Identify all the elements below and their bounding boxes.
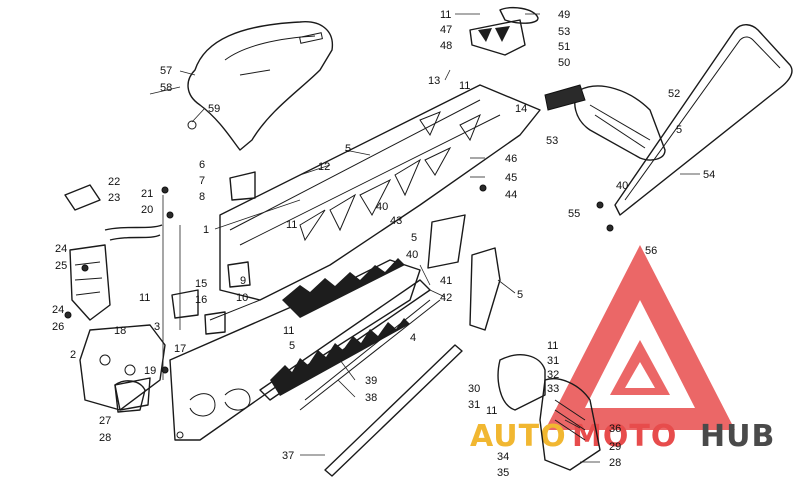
callout-5: 5 bbox=[411, 232, 417, 244]
callout-14: 14 bbox=[515, 103, 527, 115]
callout-24: 24 bbox=[55, 243, 67, 255]
callout-11: 11 bbox=[283, 325, 294, 337]
callout-33: 33 bbox=[547, 383, 559, 395]
right-bracket-part bbox=[427, 214, 501, 331]
callout-25: 25 bbox=[55, 260, 67, 272]
callout-17: 17 bbox=[174, 343, 186, 355]
callout-53: 53 bbox=[546, 135, 558, 147]
callout-38: 38 bbox=[365, 392, 377, 404]
callout-40: 40 bbox=[616, 180, 628, 192]
callout-55: 55 bbox=[568, 208, 580, 220]
callout-11: 11 bbox=[139, 292, 150, 304]
callout-48: 48 bbox=[440, 40, 452, 52]
callout-37: 37 bbox=[282, 450, 294, 462]
callout-19: 19 bbox=[144, 365, 156, 377]
leader-lines bbox=[149, 13, 700, 463]
callout-28: 28 bbox=[609, 457, 621, 469]
callout-22: 22 bbox=[108, 176, 120, 188]
callout-11: 11 bbox=[459, 80, 470, 92]
callout-11: 11 bbox=[486, 405, 497, 417]
callout-47: 47 bbox=[440, 24, 452, 36]
callout-54: 54 bbox=[703, 169, 715, 181]
callout-39: 39 bbox=[365, 375, 377, 387]
callout-57: 57 bbox=[160, 65, 172, 77]
callout-52: 52 bbox=[668, 88, 680, 100]
callout-40: 40 bbox=[376, 201, 388, 213]
callout-42: 42 bbox=[440, 292, 452, 304]
callout-45: 45 bbox=[505, 172, 517, 184]
callout-labels: 11 49 47 48 53 51 50 52 57 58 59 13 11 1… bbox=[52, 9, 715, 479]
callout-23: 23 bbox=[108, 192, 120, 204]
callout-4: 4 bbox=[410, 332, 416, 344]
callout-44: 44 bbox=[505, 189, 517, 201]
callout-41: 41 bbox=[440, 275, 452, 287]
callout-9: 9 bbox=[240, 275, 246, 287]
callout-15: 15 bbox=[195, 278, 207, 290]
callout-2: 2 bbox=[70, 349, 76, 361]
callout-40: 40 bbox=[406, 249, 418, 261]
callout-5: 5 bbox=[289, 340, 295, 352]
callout-31: 31 bbox=[468, 399, 480, 411]
callout-8: 8 bbox=[199, 191, 205, 203]
callout-53: 53 bbox=[558, 26, 570, 38]
mid-bracket-part bbox=[171, 171, 256, 335]
callout-1: 1 bbox=[203, 224, 209, 236]
callout-29: 29 bbox=[609, 441, 621, 453]
rear-light-part bbox=[544, 84, 666, 161]
callout-31: 31 bbox=[547, 355, 559, 367]
callout-27: 27 bbox=[99, 415, 111, 427]
callout-5: 5 bbox=[676, 124, 682, 136]
callout-7: 7 bbox=[199, 175, 205, 187]
callout-36: 36 bbox=[609, 423, 621, 435]
callout-58: 58 bbox=[160, 82, 172, 94]
left-bracket-part bbox=[64, 184, 163, 321]
callout-11: 11 bbox=[286, 219, 297, 231]
watermark-text-b: MOTO bbox=[572, 419, 677, 454]
watermark-text-c: HUB bbox=[700, 419, 775, 454]
callout-30: 30 bbox=[468, 383, 480, 395]
callout-21: 21 bbox=[141, 188, 153, 200]
callout-10: 10 bbox=[236, 292, 248, 304]
callout-43: 43 bbox=[390, 215, 402, 227]
seat-part bbox=[187, 21, 334, 151]
callout-11: 11 bbox=[547, 340, 558, 352]
callout-51: 51 bbox=[558, 41, 570, 53]
rear-bumper-part bbox=[614, 24, 793, 216]
lower-frame-part bbox=[79, 324, 166, 411]
callout-56: 56 bbox=[645, 245, 657, 257]
callout-34: 34 bbox=[497, 451, 509, 463]
callout-59: 59 bbox=[208, 103, 220, 115]
callout-20: 20 bbox=[141, 204, 153, 216]
callout-18: 18 bbox=[114, 325, 126, 337]
watermark-text-a: AUTO bbox=[470, 419, 567, 454]
rod-part bbox=[299, 299, 463, 477]
callout-28: 28 bbox=[99, 432, 111, 444]
tunnel-part bbox=[209, 84, 541, 321]
callout-3: 3 bbox=[154, 321, 160, 333]
callout-12: 12 bbox=[318, 161, 330, 173]
watermark-logo bbox=[545, 245, 735, 430]
callout-13: 13 bbox=[428, 75, 440, 87]
callout-24: 24 bbox=[52, 304, 64, 316]
callout-49: 49 bbox=[558, 9, 570, 21]
watermark-text: AUTO MOTO HUB bbox=[470, 419, 775, 454]
flap-part bbox=[114, 380, 146, 413]
callout-26: 26 bbox=[52, 321, 64, 333]
callout-16: 16 bbox=[195, 294, 207, 306]
hitch-bracket-part bbox=[469, 6, 539, 56]
callout-5: 5 bbox=[345, 143, 351, 155]
hardware-bolts bbox=[64, 120, 614, 374]
callout-50: 50 bbox=[558, 57, 570, 69]
footrest-part bbox=[497, 354, 601, 471]
callout-5: 5 bbox=[517, 289, 523, 301]
callout-32: 32 bbox=[547, 369, 559, 381]
callout-11: 11 bbox=[440, 9, 451, 21]
callout-6: 6 bbox=[199, 159, 205, 171]
callout-46: 46 bbox=[505, 153, 517, 165]
callout-35: 35 bbox=[497, 467, 509, 479]
